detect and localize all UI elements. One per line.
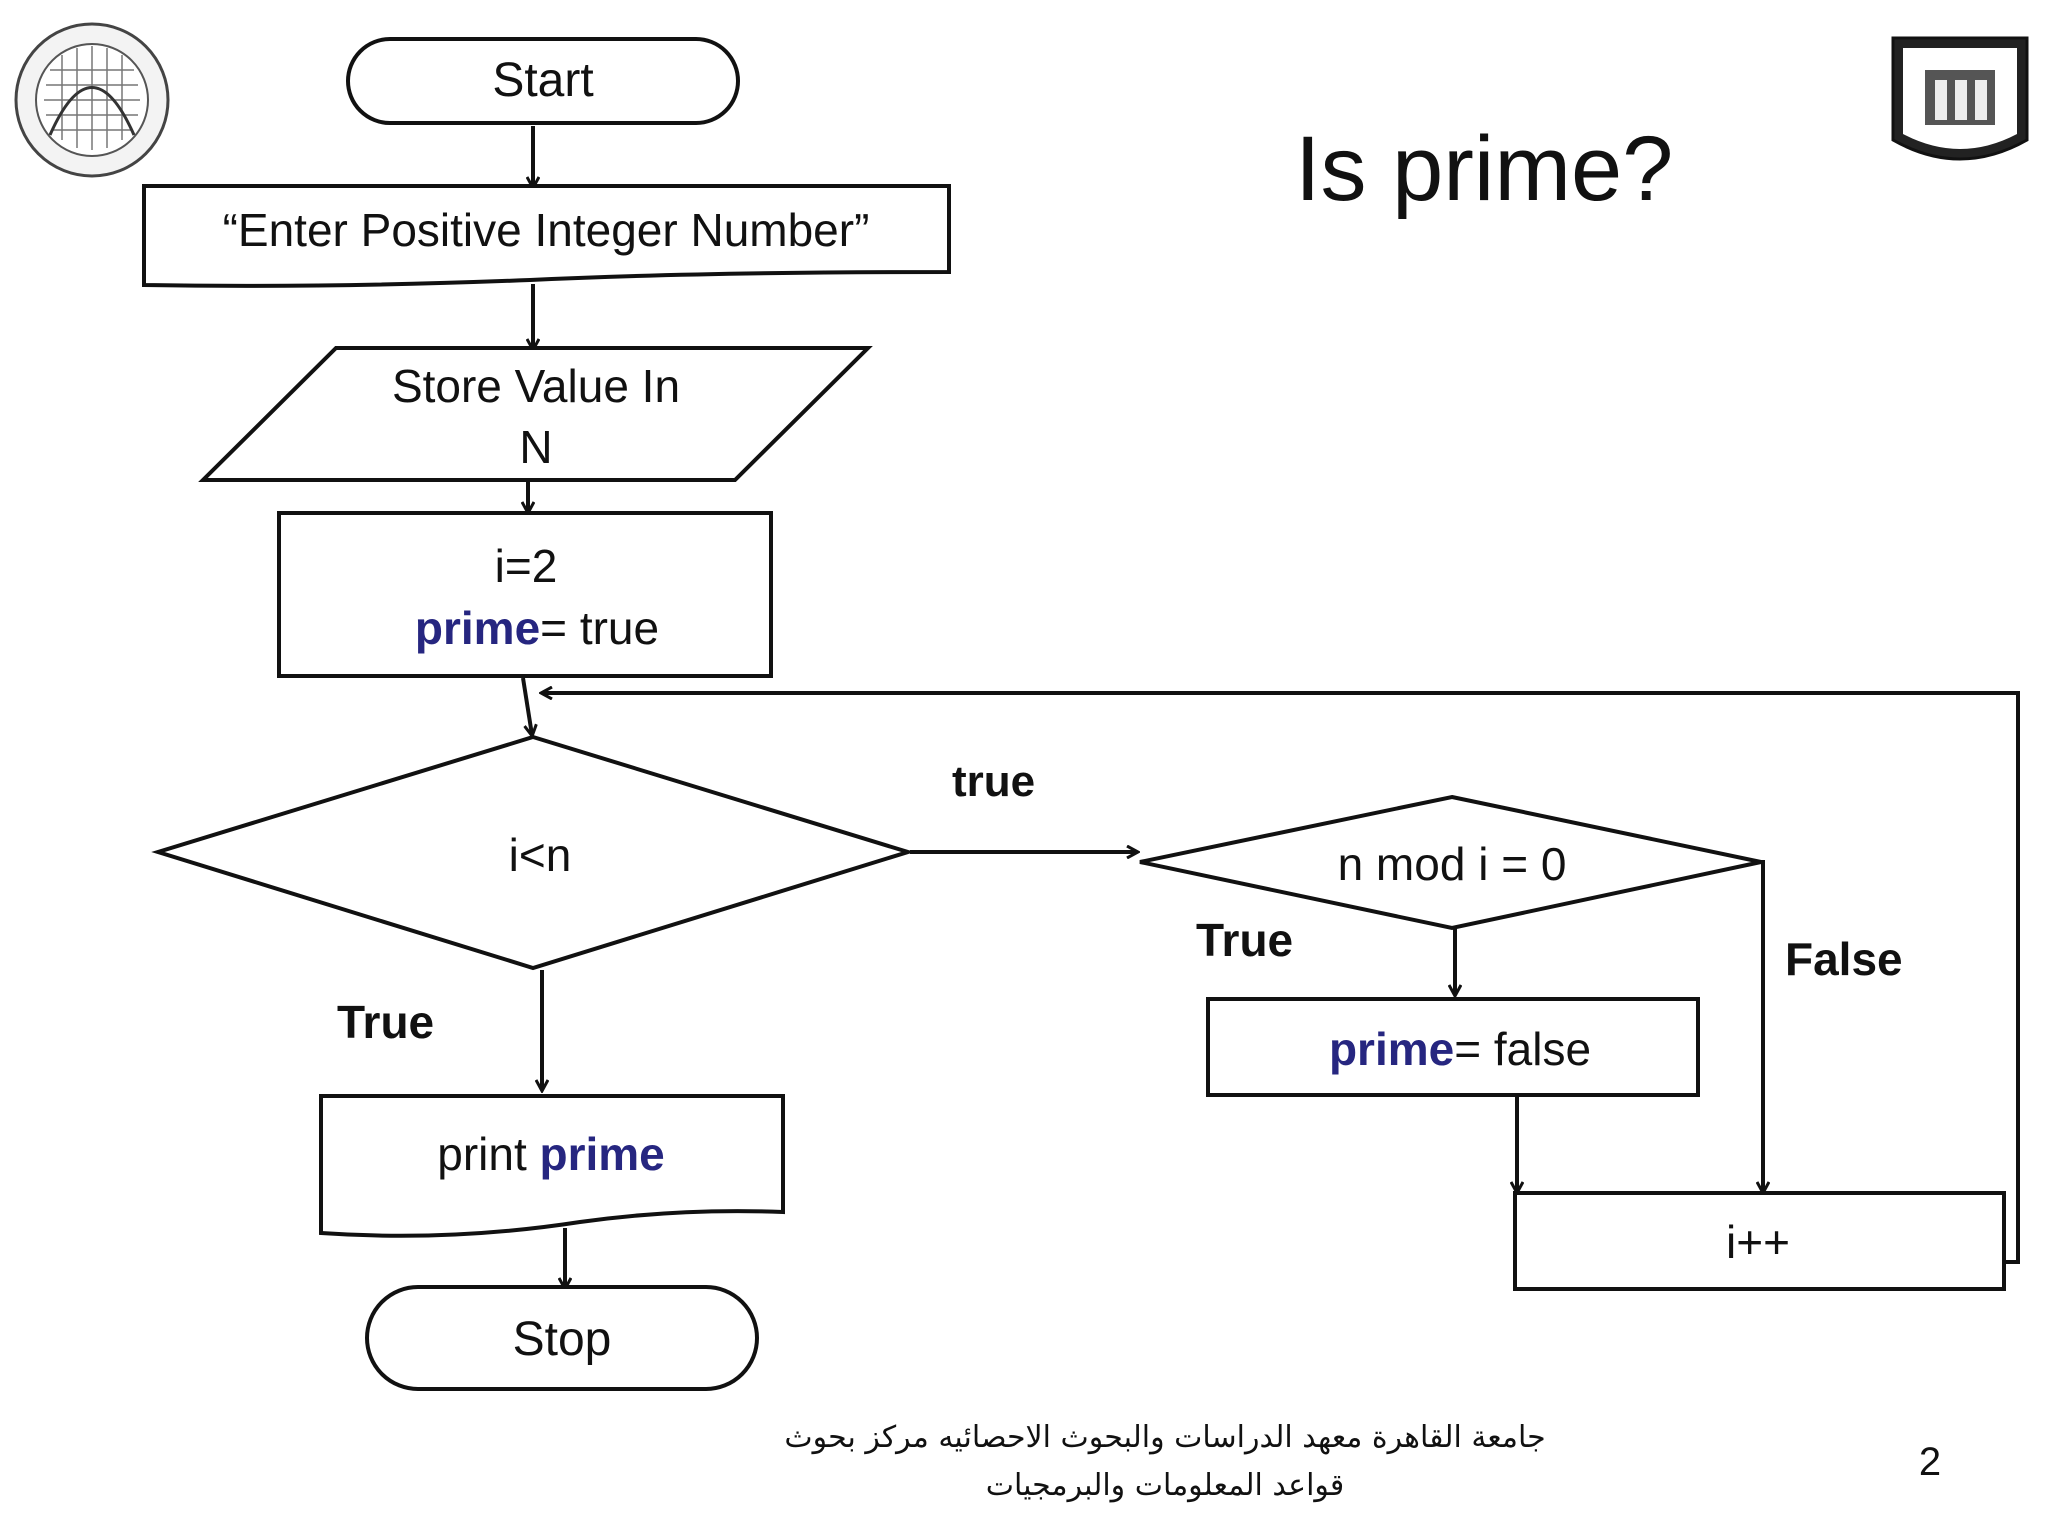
- stop-label: Stop: [513, 1313, 612, 1366]
- footer-line-1: جامعة القاهرة معهد الدراسات والبحوث الاح…: [784, 1420, 1546, 1455]
- store-label-line2: N: [519, 421, 552, 473]
- institute-seal-logo: [14, 22, 170, 178]
- loop-true-label: True: [337, 996, 434, 1048]
- print-label: print prime: [437, 1128, 665, 1180]
- assign-rest: = false: [1454, 1023, 1591, 1075]
- loop-decision-diamond: i<n: [151, 734, 915, 971]
- init-label-line1: i=2: [495, 540, 558, 592]
- assign-label: prime= false: [1329, 1023, 1591, 1075]
- store-value-parallelogram: Store Value In N: [198, 346, 873, 482]
- print-output-box: print prime: [319, 1094, 785, 1238]
- increment-box: i++: [1513, 1191, 2006, 1291]
- mod-check-diamond: n mod i = 0: [1139, 794, 1762, 931]
- mod-false-label: False: [1785, 933, 1903, 985]
- input-prompt-label: “Enter Positive Integer Number”: [223, 204, 870, 256]
- slide-title: Is prime?: [1295, 118, 1673, 220]
- arrow-init-to-loop: [521, 677, 532, 735]
- arrow-modcheck-false-to-increment: [1761, 860, 1763, 1192]
- init-rest: = true: [540, 602, 659, 654]
- assign-prime-false-box: prime= false: [1206, 997, 1700, 1097]
- init-label-line2: prime= true: [415, 602, 659, 654]
- loop-to-check-label: true: [952, 757, 1035, 806]
- arrow-loopback-to-loop: [542, 693, 2020, 1264]
- loop-condition-label: i<n: [509, 829, 572, 881]
- increment-label: i++: [1726, 1216, 1790, 1268]
- stop-terminal: Stop: [365, 1285, 759, 1391]
- page-number: 2: [1918, 1440, 1942, 1484]
- mod-condition-label: n mod i = 0: [1338, 838, 1567, 890]
- university-crest-logo: [1891, 36, 2029, 161]
- assign-keyword: prime: [1329, 1023, 1454, 1075]
- init-process-box: i=2 prime= true: [277, 511, 773, 678]
- init-keyword: prime: [415, 602, 540, 654]
- print-keyword: prime: [540, 1128, 665, 1180]
- connectors: [521, 126, 2020, 1288]
- start-label: Start: [492, 54, 593, 107]
- start-terminal: Start: [346, 37, 740, 125]
- store-label-line1: Store Value In: [392, 360, 680, 412]
- mod-true-label: True: [1196, 914, 1293, 966]
- footer-line-2: قواعد المعلومات والبرمجيات: [985, 1468, 1345, 1503]
- print-text: print: [437, 1128, 539, 1180]
- input-prompt-box: “Enter Positive Integer Number”: [142, 184, 951, 288]
